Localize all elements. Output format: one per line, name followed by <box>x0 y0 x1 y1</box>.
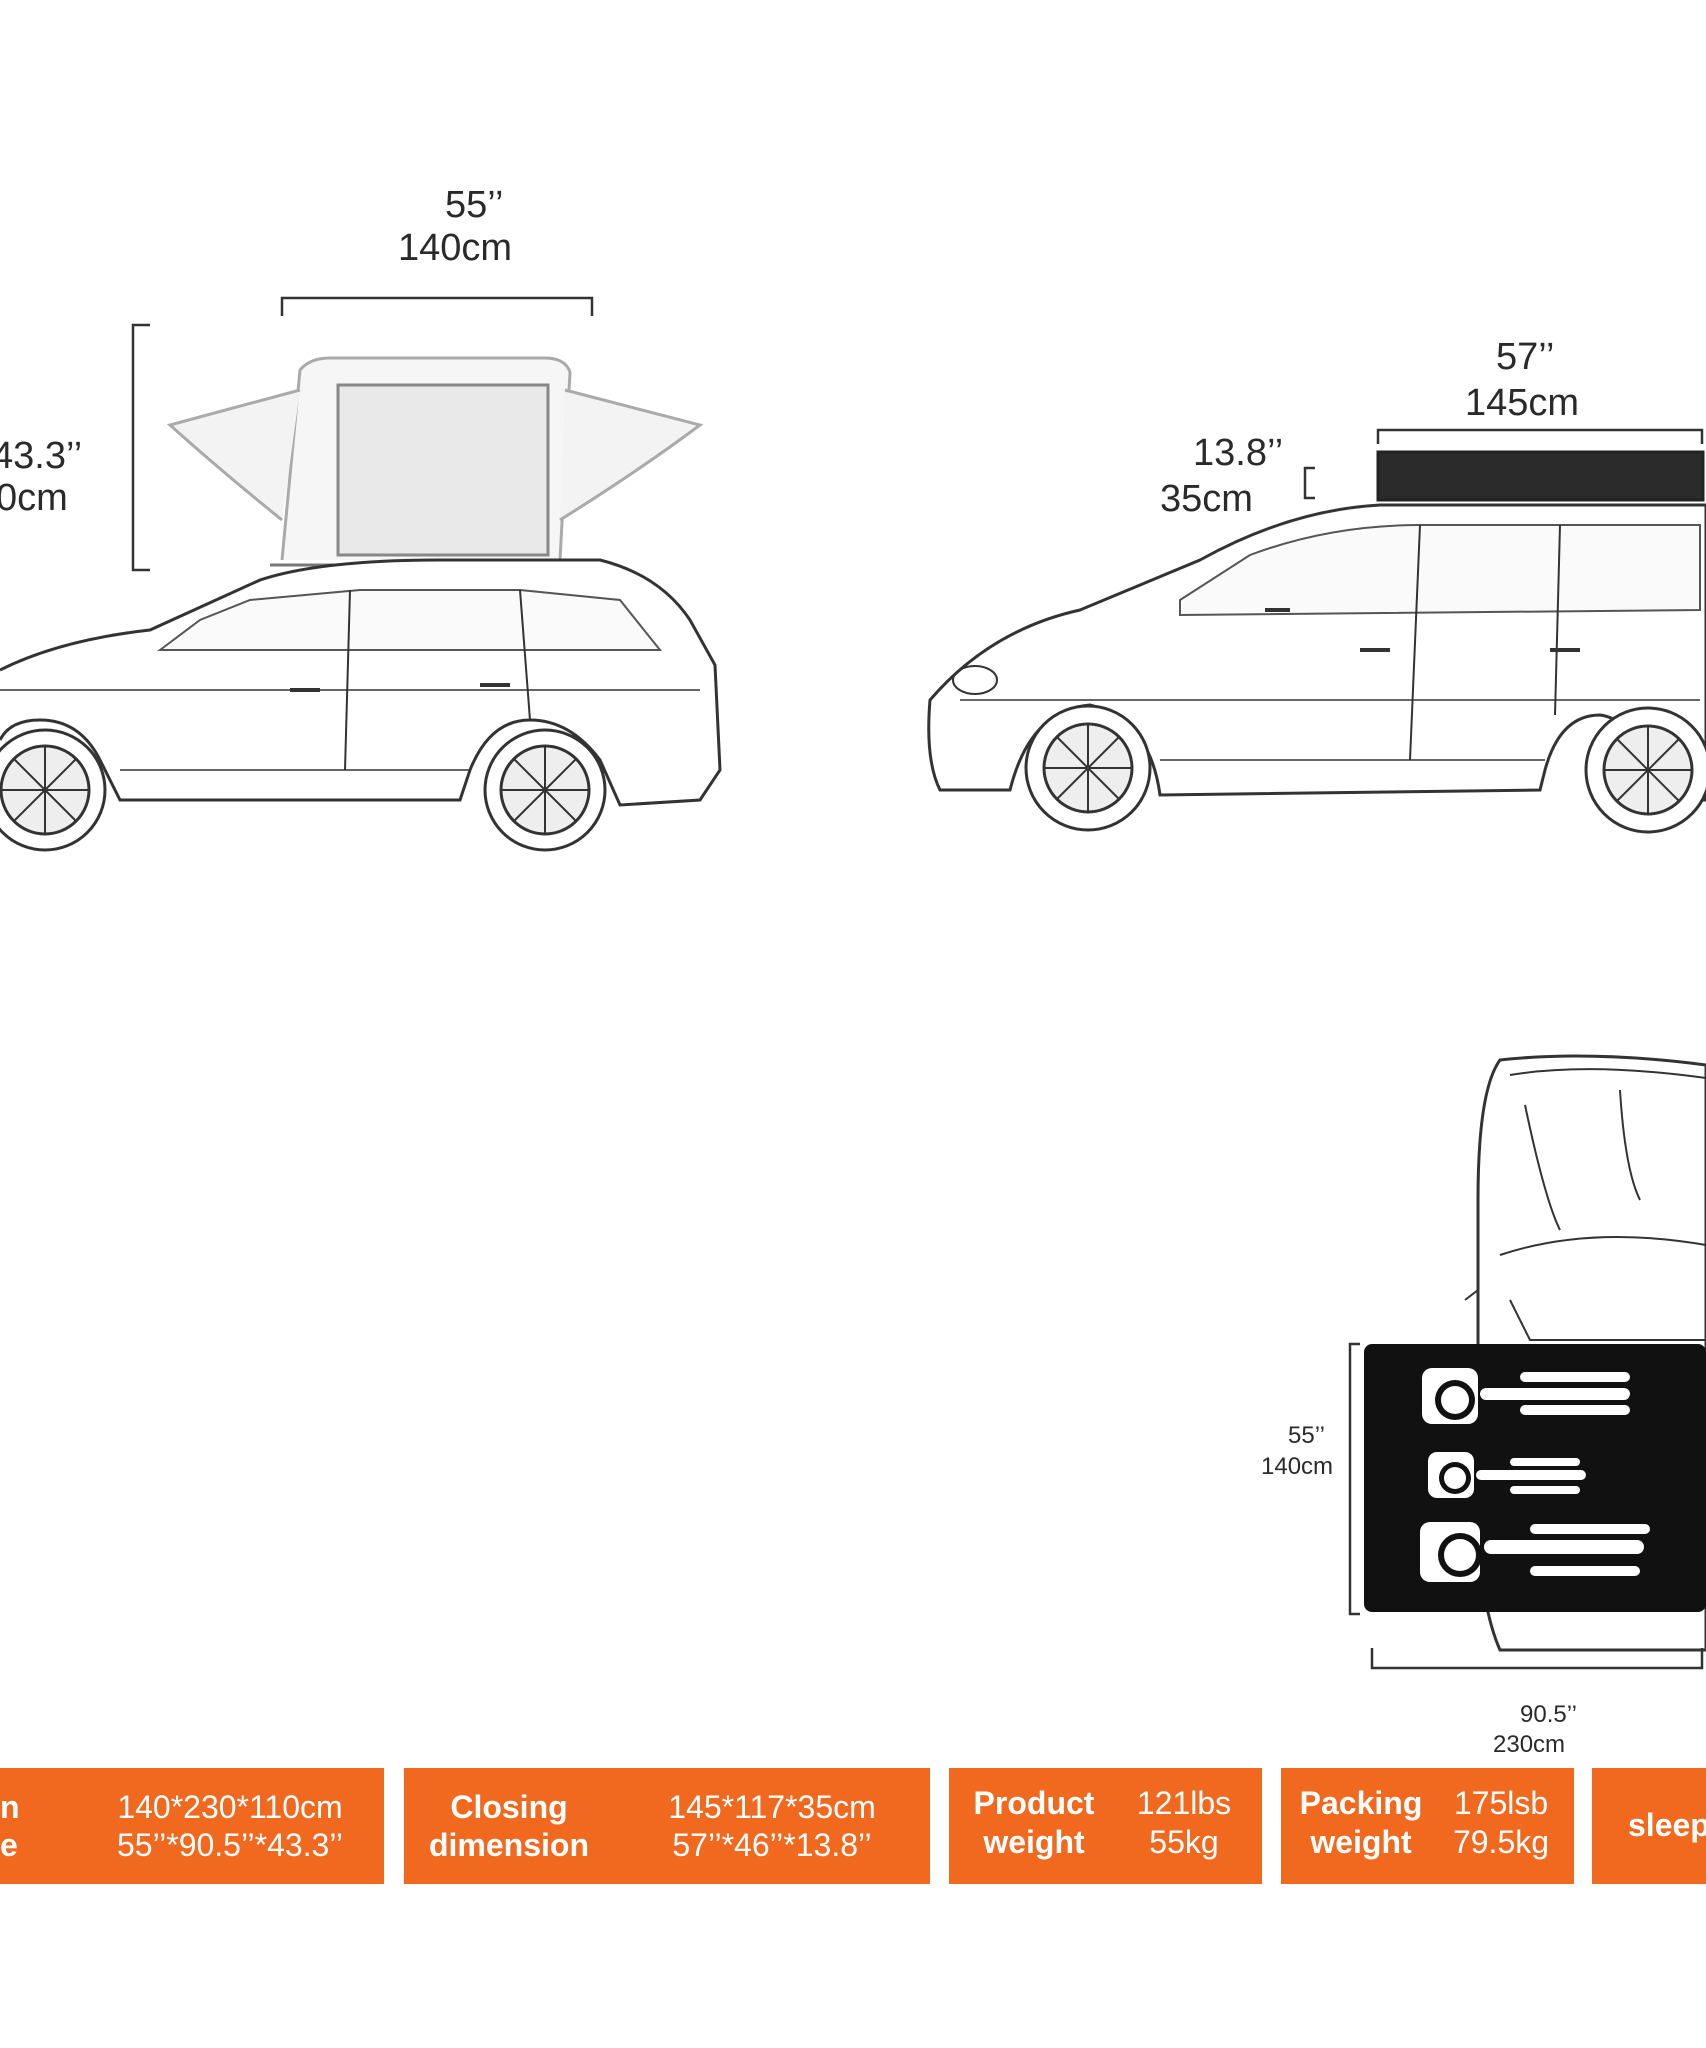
car-with-open-tent <box>0 356 722 852</box>
closed-height-bracket <box>1303 466 1315 500</box>
closed-height-inch-label: 13.8’’ <box>1193 432 1284 474</box>
spec-label-line1: Closing <box>450 1789 568 1825</box>
closed-length-inch-label: 57’’ <box>1496 336 1555 378</box>
spec-label-line2: dimension <box>428 1827 589 1863</box>
height-bracket <box>131 323 150 572</box>
top-width-inch-label: 55’’ <box>1288 1422 1325 1449</box>
top-width-bracket <box>1348 1342 1360 1616</box>
spec-value-line2: 55kg <box>1149 1824 1219 1860</box>
width-bracket <box>280 296 594 316</box>
spec-label-line2: e <box>0 1827 18 1863</box>
car-with-closed-tent <box>927 450 1706 834</box>
open-width-cm-label: 140cm <box>398 227 513 269</box>
spec-label-line1: sleep <box>1628 1807 1706 1843</box>
spec-value-line1: 145*117*35cm <box>668 1789 876 1825</box>
sleeping-mat <box>1364 1344 1706 1612</box>
spec-value-line2: 57’’*46’’*13.8’’ <box>672 1827 872 1863</box>
closed-length-cm-label: 145cm <box>1465 382 1580 424</box>
spec-value-line1: 140*230*110cm <box>117 1789 343 1825</box>
spec-open-dimension: n e 140*230*110cm 55’’*90.5’’*43.3’’ <box>0 1768 384 1884</box>
spec-value-line1: 121lbs <box>1136 1785 1232 1821</box>
closed-height-cm-label: 35cm <box>1160 478 1253 520</box>
open-width-inch-label: 55’’ <box>445 184 504 226</box>
spec-closing-dimension: Closing dimension 145*117*35cm 57’’*46’’… <box>404 1768 930 1884</box>
closed-length-bracket <box>1376 428 1704 444</box>
spec-label-line1: Product <box>973 1785 1095 1821</box>
spec-value-line1: 175lsb <box>1453 1785 1549 1821</box>
spec-label-line1: Packing <box>1299 1785 1423 1821</box>
spec-packing-weight: Packing weight 175lsb 79.5kg <box>1281 1768 1574 1884</box>
top-width-cm-label: 140cm <box>1261 1453 1334 1480</box>
top-length-inch-label: 90.5’’ <box>1520 1701 1577 1728</box>
spec-label-line2: weight <box>1310 1824 1412 1860</box>
spec-label-line1: n <box>0 1789 20 1825</box>
open-height-inch-label: 43.3’’ <box>0 435 83 477</box>
top-length-bracket <box>1370 1648 1704 1670</box>
spec-product-weight: Product weight 121lbs 55kg <box>949 1768 1262 1884</box>
spec-label-line2: weight <box>983 1824 1085 1860</box>
spec-sleep: sleep <box>1592 1768 1706 1884</box>
spec-value-line2: 79.5kg <box>1452 1824 1550 1860</box>
top-length-cm-label: 230cm <box>1493 1731 1566 1758</box>
spec-value-line2: 55’’*90.5’’*43.3’’ <box>117 1827 343 1863</box>
open-height-cm-label: 0cm <box>0 477 68 519</box>
